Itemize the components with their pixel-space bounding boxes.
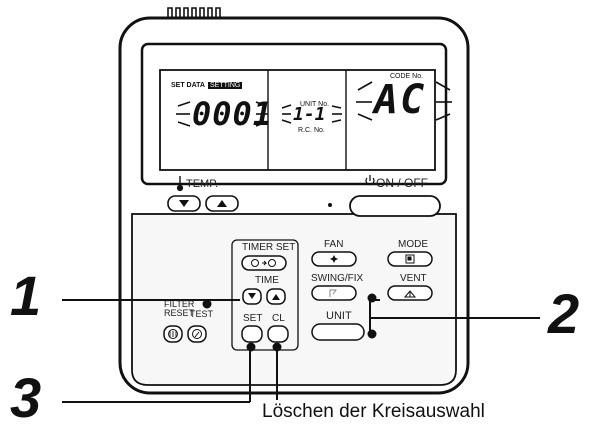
arrow-up-icon bbox=[217, 200, 227, 207]
callout-3: 3 bbox=[10, 366, 42, 429]
setting-badge: SETTING bbox=[208, 82, 243, 89]
arrow-up-icon bbox=[272, 294, 280, 300]
code-value: AC bbox=[374, 77, 427, 123]
set-button bbox=[241, 325, 263, 343]
vent-label: VENT bbox=[400, 273, 427, 284]
swing-icon bbox=[329, 289, 337, 297]
set-data-label: SET DATA bbox=[171, 82, 205, 89]
temp-label: TEMP. bbox=[186, 178, 219, 190]
mode-icon bbox=[405, 254, 415, 264]
code-no-label: CODE No. bbox=[390, 73, 424, 80]
callout-2: 2 bbox=[548, 282, 580, 345]
wrench-icon bbox=[192, 329, 202, 339]
rc-no-label: R.C. No. bbox=[298, 127, 325, 134]
callout-1: 1 bbox=[10, 264, 42, 327]
mode-label: MODE bbox=[398, 239, 428, 250]
fan-label: FAN bbox=[324, 239, 344, 250]
unit-number: 1-1 bbox=[293, 104, 326, 125]
arrow-down-icon bbox=[248, 293, 256, 299]
time-label: TIME bbox=[255, 275, 279, 286]
setting-value: 0001 bbox=[192, 95, 274, 133]
on-off-label: ON / OFF bbox=[376, 176, 428, 190]
vent-icon bbox=[403, 290, 417, 298]
unit-no-label: UNIT No. bbox=[300, 101, 330, 108]
timer-group-frame bbox=[231, 239, 299, 351]
on-off-button bbox=[349, 195, 441, 217]
timer-icon bbox=[251, 259, 276, 267]
connector-pins bbox=[167, 7, 221, 20]
cl-button bbox=[267, 325, 289, 343]
button-panel bbox=[131, 213, 457, 386]
unit-button bbox=[311, 323, 365, 341]
caption-clear-circuit-selection: Löschen der Kreisauswahl bbox=[262, 401, 485, 422]
blink-marks bbox=[176, 81, 452, 127]
filter-icon bbox=[168, 329, 178, 339]
lcd-screen bbox=[159, 69, 436, 171]
callout-lines bbox=[62, 293, 540, 403]
swing-fix-label: SWING/FIX bbox=[311, 273, 364, 284]
timer-set-label: TIMER SET bbox=[240, 242, 298, 253]
indicator-dot bbox=[328, 203, 332, 207]
unit-label: UNIT bbox=[326, 310, 352, 322]
power-icon bbox=[365, 175, 375, 186]
arrow-down-icon bbox=[179, 200, 189, 207]
cl-label: CL bbox=[272, 313, 285, 324]
fan-icon bbox=[330, 255, 338, 263]
test-label: TEST bbox=[190, 309, 214, 319]
set-label: SET bbox=[243, 313, 263, 324]
filter-reset-label: FILTER RESET bbox=[164, 299, 195, 319]
thermometer-icon bbox=[176, 176, 184, 192]
